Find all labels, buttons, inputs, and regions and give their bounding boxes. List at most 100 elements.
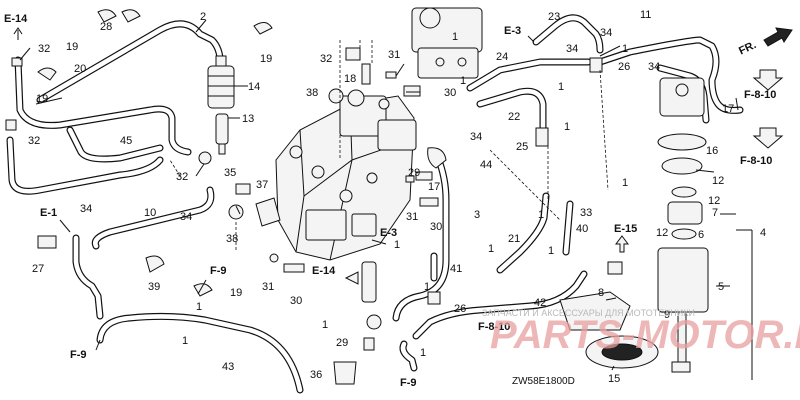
clip-39 (145, 255, 165, 273)
callout-12a: 12 (712, 175, 724, 187)
washer-31b (269, 253, 279, 263)
bolt-30 (403, 85, 421, 97)
callout-10: 10 (144, 207, 156, 219)
callout-26a: 26 (454, 303, 466, 315)
tee-25 (535, 127, 549, 147)
callout-13: 13 (242, 113, 254, 125)
callout-33: 33 (580, 207, 592, 219)
callout-6: 6 (698, 229, 704, 241)
callout-8: 8 (598, 287, 604, 299)
callout-38: 38 (226, 233, 238, 245)
callout-30a: 30 (290, 295, 302, 307)
ref-f9-left: F-9 (210, 265, 227, 277)
svg-text:FR.: FR. (737, 39, 758, 57)
callout-1k: 1 (548, 245, 554, 257)
callout-1i: 1 (488, 243, 494, 255)
callout-31b: 31 (388, 49, 400, 61)
ref-f810-mid: F-8-10 (478, 321, 510, 333)
callout-1n: 1 (622, 43, 628, 55)
callout-11: 11 (640, 9, 651, 21)
callout-1o: 1 (622, 177, 628, 189)
ref-e14-mid: E-14 (312, 265, 336, 277)
front-arrow: FR. (737, 27, 793, 57)
callout-4: 4 (760, 227, 766, 239)
fitting-29 (366, 314, 382, 330)
callout-18: 18 (344, 73, 356, 85)
callout-22: 22 (508, 111, 520, 123)
callout-34d: 34 (566, 43, 578, 55)
fuel-strainer-13 (215, 113, 229, 155)
washer-31c (405, 175, 415, 183)
callout-3: 3 (474, 209, 480, 221)
callout-9: 9 (664, 309, 670, 321)
callout-32: 32 (38, 43, 50, 55)
callout-17b: 17 (722, 103, 734, 115)
callout-27: 27 (32, 263, 44, 275)
callout-34b: 34 (180, 211, 192, 223)
elbow-3 (427, 147, 447, 169)
callouts: 2 28 19 32 20 19 32 45 19 14 13 32 35 37… (28, 9, 766, 385)
callout-37: 37 (256, 179, 268, 191)
callout-32d: 32 (320, 53, 332, 65)
callout-1d: 1 (452, 31, 458, 43)
callout-1l: 1 (424, 281, 430, 293)
callout-28: 28 (100, 21, 112, 33)
callout-15: 15 (608, 373, 620, 385)
callout-1j: 1 (538, 209, 544, 221)
fuel-pump-top (411, 7, 483, 79)
callout-34f: 34 (648, 61, 660, 73)
bracket-8 (559, 291, 631, 331)
callout-1a: 1 (196, 301, 202, 313)
callout-12c: 12 (656, 227, 668, 239)
callout-38b: 38 (306, 87, 318, 99)
callout-31c: 31 (406, 211, 418, 223)
callout-32b: 32 (28, 135, 40, 147)
clamp-8a (607, 261, 623, 275)
callout-5: 5 (718, 281, 724, 293)
leader-lines (19, 19, 753, 380)
callout-12b: 12 (708, 195, 720, 207)
callout-19c: 19 (260, 53, 272, 65)
callout-45: 45 (120, 135, 132, 147)
cap-32 (5, 119, 17, 131)
callout-1b: 1 (182, 335, 188, 347)
callout-39: 39 (148, 281, 160, 293)
clip-19b (253, 22, 273, 35)
callout-41: 41 (450, 263, 462, 275)
plug-38 (328, 88, 344, 104)
ref-e3-mid: E-3 (380, 227, 397, 239)
callout-1g: 1 (564, 121, 570, 133)
ref-f9-bottom: F-9 (70, 349, 87, 361)
callout-32c: 32 (176, 171, 188, 183)
clip-29 (415, 171, 433, 181)
fuel-filter-14 (207, 55, 235, 109)
ref-f810-right-b: F-8-10 (740, 155, 772, 167)
bolt-30c (419, 197, 439, 207)
callout-1m: 1 (420, 347, 426, 359)
callout-19d: 19 (230, 287, 242, 299)
callout-25: 25 (516, 141, 528, 153)
pin-18 (361, 63, 371, 85)
callout-1e: 1 (460, 75, 466, 87)
clip-32 (198, 151, 212, 165)
screw-29 (363, 337, 375, 351)
callout-1f: 1 (558, 81, 564, 93)
callout-34: 34 (80, 203, 92, 215)
callout-31a: 31 (262, 281, 274, 293)
joint-36a (361, 261, 377, 303)
vapor-separator-37 (275, 89, 417, 261)
bolt-30b (283, 263, 305, 273)
callout-34c: 34 (470, 131, 482, 143)
clip-28b (121, 9, 141, 23)
clip-19 (37, 67, 57, 81)
callout-24: 24 (496, 51, 508, 63)
fuel-filter-assembly (657, 77, 709, 373)
callout-2: 2 (200, 11, 206, 23)
callout-44: 44 (480, 159, 492, 171)
callout-16: 16 (706, 145, 718, 157)
watermark: ЗАПЧАСТИ И АКСЕССУАРЫ ДЛЯ МОТОТЕХНИКИ PA… (482, 308, 800, 357)
callout-35: 35 (224, 167, 236, 179)
parts (5, 7, 709, 385)
ref-f810-right-a: F-8-10 (744, 89, 776, 101)
